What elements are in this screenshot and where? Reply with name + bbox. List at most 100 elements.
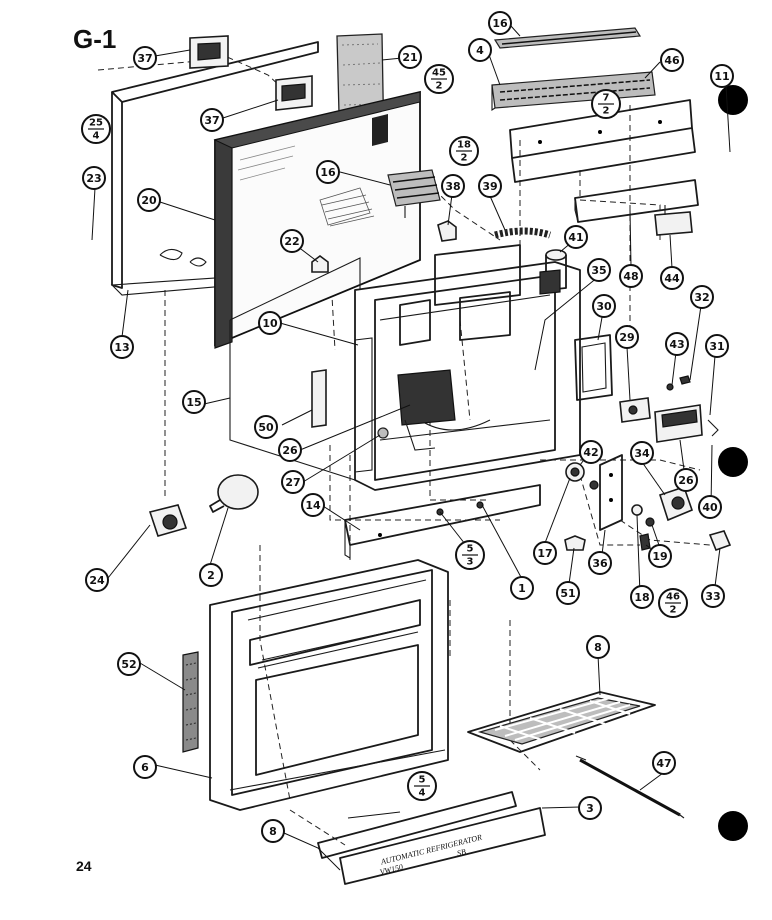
callout-label: 8 [269, 825, 277, 838]
fraction-denominator: 2 [461, 153, 468, 164]
callout-label: 13 [114, 341, 129, 354]
callout-36: 36 [588, 551, 612, 575]
callout-label: 26 [282, 444, 298, 457]
callout-label: 6 [141, 761, 149, 774]
insulation-pad-lower [275, 75, 313, 111]
insulation-pad-upper [189, 35, 229, 69]
switch-block [654, 404, 719, 443]
callout-label: 48 [623, 270, 638, 283]
callout-label: 44 [664, 272, 680, 285]
door-gasket-strip [182, 651, 199, 753]
fraction-callout-5-3: 53 [455, 540, 485, 570]
callout-4: 4 [468, 38, 492, 62]
rear-sheet [229, 257, 361, 481]
callout-label: 14 [305, 499, 321, 512]
callout-24: 24 [85, 568, 109, 592]
drip-tray-bracket [574, 179, 699, 223]
callout-44: 44 [660, 266, 684, 290]
top-fins [493, 27, 642, 49]
switch-bracket [599, 454, 623, 531]
callout-label: 29 [619, 331, 634, 344]
callout-16: 16 [488, 11, 512, 35]
fraction-callout-45-2: 452 [424, 64, 454, 94]
fraction-numerator: 25 [89, 118, 103, 129]
page-number: 24 [76, 858, 92, 874]
callout-34: 34 [630, 441, 654, 465]
plate-code: SB [456, 847, 467, 858]
callout-32: 32 [690, 285, 714, 309]
fraction-denominator: 4 [419, 788, 426, 799]
callout-1: 1 [510, 576, 534, 600]
fraction-callout-46-2: 462 [658, 588, 688, 618]
fraction-numerator: 18 [457, 140, 471, 151]
callout-23: 23 [82, 166, 106, 190]
callout-11: 11 [710, 64, 734, 88]
callout-label: 35 [591, 264, 606, 277]
callout-label: 2 [207, 569, 215, 582]
callout-label: 20 [141, 194, 157, 207]
fastener-clip [437, 220, 457, 242]
binder-hole-bottom [718, 811, 748, 841]
callout-15: 15 [182, 390, 206, 414]
callout-43: 43 [665, 332, 689, 356]
callout-31: 31 [705, 334, 729, 358]
callout-17: 17 [533, 541, 557, 565]
mounting-bracket-upper [509, 99, 696, 183]
callout-33: 33 [701, 584, 725, 608]
callout-47: 47 [652, 751, 676, 775]
callout-40: 40 [698, 495, 722, 519]
callout-label: 33 [705, 590, 720, 603]
callout-label: 21 [402, 51, 417, 64]
assembly-guide-lines [97, 44, 711, 846]
callout-label: 42 [583, 446, 598, 459]
callout-label: 10 [262, 317, 278, 330]
fraction-numerator: 5 [419, 775, 426, 786]
callout-10: 10 [258, 311, 282, 335]
callout-label: 11 [714, 70, 729, 83]
screw-side [639, 533, 651, 551]
nameplate: AUTOMATIC REFRIGERATOR VW150 SB [317, 791, 546, 885]
binder-hole-top [718, 85, 748, 115]
damper-assembly [377, 369, 456, 451]
fraction-callout-25-4: 254 [81, 114, 111, 144]
callout-label: 32 [694, 291, 709, 304]
screw-small-upper [666, 375, 691, 391]
callout-22: 22 [280, 229, 304, 253]
wire-rod [575, 755, 685, 819]
fraction-numerator: 46 [666, 592, 680, 603]
callout-3: 3 [578, 796, 602, 820]
callout-label: 36 [592, 557, 608, 570]
fraction-numerator: 5 [467, 544, 474, 555]
callout-46: 46 [660, 48, 684, 72]
fraction-callout-7-2: 72 [591, 89, 621, 119]
callout-label: 17 [537, 547, 552, 560]
callout-label: 22 [284, 235, 299, 248]
callout-label: 26 [678, 474, 694, 487]
control-knob-housing [619, 397, 651, 423]
callout-20: 20 [137, 188, 161, 212]
callout-label: 27 [285, 476, 300, 489]
callout-label: 4 [476, 44, 484, 57]
bulb-socket-lower [565, 462, 599, 490]
back-insulation-panel [213, 90, 421, 349]
evaporator-coil [491, 71, 656, 112]
fraction-denominator: 4 [93, 131, 100, 142]
callout-label: 16 [492, 17, 508, 30]
leader-lines [91, 25, 731, 871]
binder-hole-middle [718, 447, 748, 477]
lamp-socket [148, 504, 188, 537]
fraction-callout-5-4: 54 [407, 771, 437, 801]
callout-label: 52 [121, 658, 136, 671]
callout-label: 18 [634, 591, 649, 604]
side-panel [110, 41, 319, 296]
fraction-denominator: 2 [670, 605, 677, 616]
callout-8: 8 [586, 635, 610, 659]
bottom-trim-strip [344, 484, 541, 559]
callout-50: 50 [254, 415, 278, 439]
callout-51: 51 [556, 581, 580, 605]
binder-hole-marks [718, 85, 748, 841]
callout-label: 24 [89, 574, 105, 587]
callout-35: 35 [587, 258, 611, 282]
